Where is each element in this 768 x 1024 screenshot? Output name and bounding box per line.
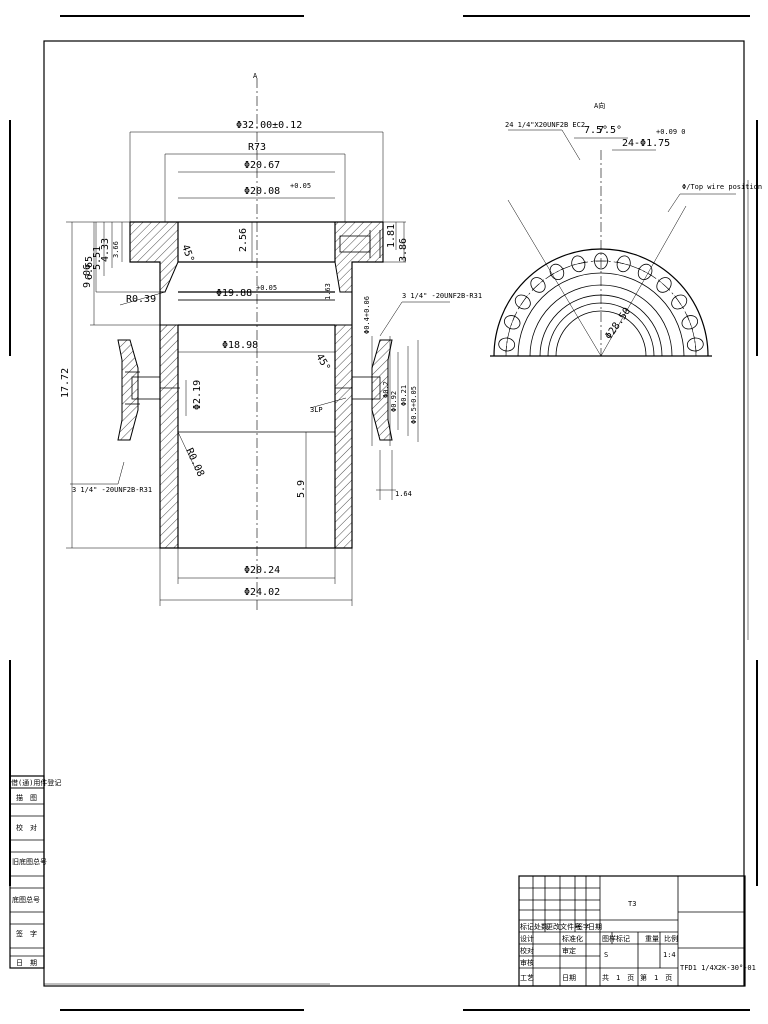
label-3lp: 3LP [310, 406, 323, 414]
tb-stage-value: S [604, 951, 608, 959]
hatch-right-flange [334, 221, 384, 293]
tb-std-label: 标准化 [562, 934, 583, 943]
strip-row-5: 签 字 [16, 929, 37, 938]
dim-port-b5: Φ0.5+0.05 [410, 386, 418, 424]
dim-height-433: 4.33 [100, 238, 111, 262]
bolt-hole-axis [694, 336, 697, 353]
tb-design-label: 设计 [520, 934, 534, 943]
dim-height-59: 5.9 [296, 480, 307, 498]
sheet-border [9, 15, 758, 1011]
dim-port-b3: Φ0.92 [390, 391, 398, 412]
dim-depth-256: 2.56 [238, 228, 249, 252]
dim-bore2: Φ20.08 [244, 186, 280, 197]
strip-row-3: 旧底图总号 [12, 857, 47, 866]
tb-material: T3 [628, 900, 636, 908]
a-view-thread-note: 24 1/4"X20UNF2B EC2 [505, 121, 585, 129]
dim-port-b4: Φ0.21 [400, 385, 408, 406]
dim-port-b1: Φ0.4+0.06 [363, 296, 371, 334]
tb-drawing-number: TFD1 1/4X2K-30°-01 [680, 964, 756, 972]
tb-sheet-total: 共 1 页 [602, 973, 634, 982]
dim-outer-diameter: Φ32.00±0.12 [236, 120, 302, 131]
bolt-hole-axis [518, 295, 528, 309]
left-side-port [117, 339, 180, 441]
strip-row-0: 借(通)用件登记 [11, 778, 61, 787]
tb-sheet-num: 第 1 页 [640, 973, 672, 982]
dim-1898: Φ18.98 [222, 340, 258, 351]
dim-bore2-tol: +0.05 [290, 182, 311, 190]
bolt-hole-axis [637, 267, 653, 276]
bolt-hole-axis [531, 279, 545, 291]
dim-bore3: Φ19.88 [216, 288, 252, 299]
bolt-hole-axis [570, 261, 587, 266]
a-view-holes-tol: +0.09 0 [656, 128, 686, 136]
bolt-hole-axis [615, 261, 632, 266]
hatch-right-wall [334, 324, 353, 549]
section-mark-a: A [253, 72, 258, 80]
hatch-left-wall [159, 324, 179, 549]
dim-small-thread: 1.63 [324, 283, 332, 300]
dim-height-366: 3.66 [112, 241, 120, 258]
title-block: T3 标记 处数 更改文件号 签字 日期 设计 标准化 校对 审定 审核 工艺 … [518, 875, 756, 987]
a-view-top-wire: Φ/Top wire position [682, 183, 762, 191]
tb-hdr-3: 签字 [576, 922, 590, 931]
dim-chamfer-45: 45° [179, 243, 196, 264]
tb-hdr-0: 标记 [520, 922, 534, 931]
dim-height-551: 5.51 [92, 246, 103, 270]
left-revision-strip: 借(通)用件登记 描 图 校 对 旧底图总号 底图总号 签 字 日 期 [9, 775, 61, 969]
dim-bore3-tol: +0.05 [256, 284, 277, 292]
dim-port-len: 1.64 [395, 490, 412, 498]
tb-review-label: 审核 [520, 958, 534, 967]
tb-scale-value: 1:4 [663, 951, 676, 959]
bolt-hole-axis [549, 267, 565, 276]
dim-r039: R0.39 [126, 294, 156, 305]
dim-height-386: 3.86 [398, 238, 409, 262]
tb-scale-label: 比例 [664, 934, 678, 943]
tb-process-label: 工艺 [520, 974, 534, 982]
dim-port-diameter: Φ2.19 [192, 380, 203, 410]
tb-date-label: 日期 [562, 974, 576, 982]
dim-2402: Φ24.02 [244, 587, 280, 598]
bolt-hole-axis [674, 295, 684, 309]
dim-height-1772: 17.72 [60, 368, 71, 398]
tb-hdr-1: 处数 [534, 922, 548, 931]
tb-stage-label: 图样标记 [602, 934, 630, 943]
dim-height-181: 1.81 [386, 224, 397, 248]
a-view-half-flange: A向 24 1/4"X20UNF2B EC2 7.5° 7.5° 24-Φ1.7… [490, 101, 762, 640]
thread-note-left: 3 1/4" -20UNF2B-R31 [72, 486, 152, 494]
tb-approve-label: 审定 [562, 946, 576, 955]
dim-bolt-radius: R73 [248, 142, 266, 153]
a-view-title: A向 [594, 101, 605, 110]
strip-row-4: 底图总号 [12, 895, 40, 904]
tb-check-label: 校对 [520, 946, 534, 955]
bolt-hole-axis [657, 279, 671, 291]
bolt-hole-axis [686, 314, 693, 330]
strip-row-1: 描 图 [16, 793, 37, 802]
dim-port-b2: Φ0.2 [382, 381, 390, 398]
dim-2024: Φ20.24 [244, 565, 280, 576]
dim-bore1: Φ20.67 [244, 160, 280, 171]
strip-row-6: 日 期 [16, 959, 37, 967]
hatch-left-flange [129, 221, 179, 293]
main-section-view: A [60, 72, 482, 612]
tb-hdr-2: 更改文件号 [546, 922, 581, 931]
dim-r008: R0.08 [183, 447, 206, 479]
dim-ang-45-right: 45° [313, 352, 332, 373]
tb-weight-label: 重量 [645, 935, 659, 943]
a-view-angle2: 7.5° [598, 125, 622, 136]
bolt-hole-circle [498, 252, 704, 353]
dim-height-665: 6.65 [84, 256, 95, 280]
bolt-hole-axis [509, 314, 516, 330]
thread-note-right: 3 1/4" -20UNF2B-R31 [402, 292, 482, 300]
a-view-holes: 24-Φ1.75 [622, 138, 670, 149]
dim-height-906: 9.06 [82, 264, 93, 288]
tb-hdr-4: 日期 [588, 923, 602, 931]
strip-row-2: 校 对 [16, 823, 37, 832]
bolt-hole-axis [505, 336, 508, 353]
a-view-angle1: 7.5° [584, 125, 608, 136]
